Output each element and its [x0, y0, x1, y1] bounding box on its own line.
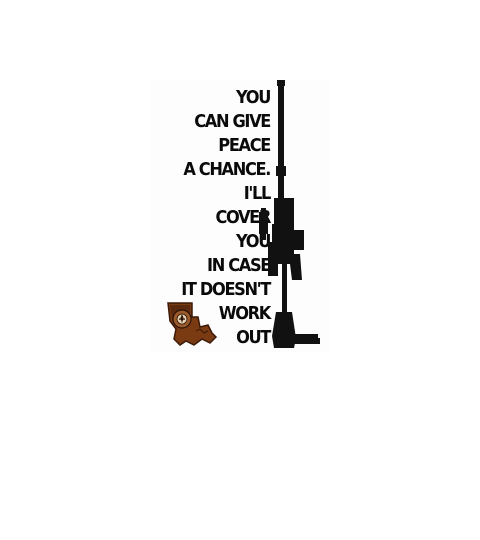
slogan-line-3: PEACE — [218, 135, 271, 156]
rifle-silhouette-icon — [259, 80, 320, 348]
slogan-text: YOU CAN GIVE PEACE A CHANCE. I'LL COVER … — [150, 86, 272, 350]
poster-graphic: YOU CAN GIVE PEACE A CHANCE. I'LL COVER … — [150, 80, 330, 352]
slogan-line-11: OUT — [236, 327, 271, 348]
slogan-line-5: I'LL — [243, 183, 272, 204]
slogan-line-1: YOU — [235, 87, 271, 108]
slogan-line-10: WORK — [218, 303, 272, 324]
slogan-line-4: A CHANCE. — [183, 159, 271, 180]
slogan-line-6: COVER — [215, 207, 271, 228]
slogan-line-8: IN CASE — [207, 255, 271, 276]
louisiana-state-badge-icon — [167, 302, 218, 346]
slogan-line-9: IT DOESN'T — [181, 279, 271, 300]
slogan-line-2: CAN GIVE — [194, 111, 271, 132]
